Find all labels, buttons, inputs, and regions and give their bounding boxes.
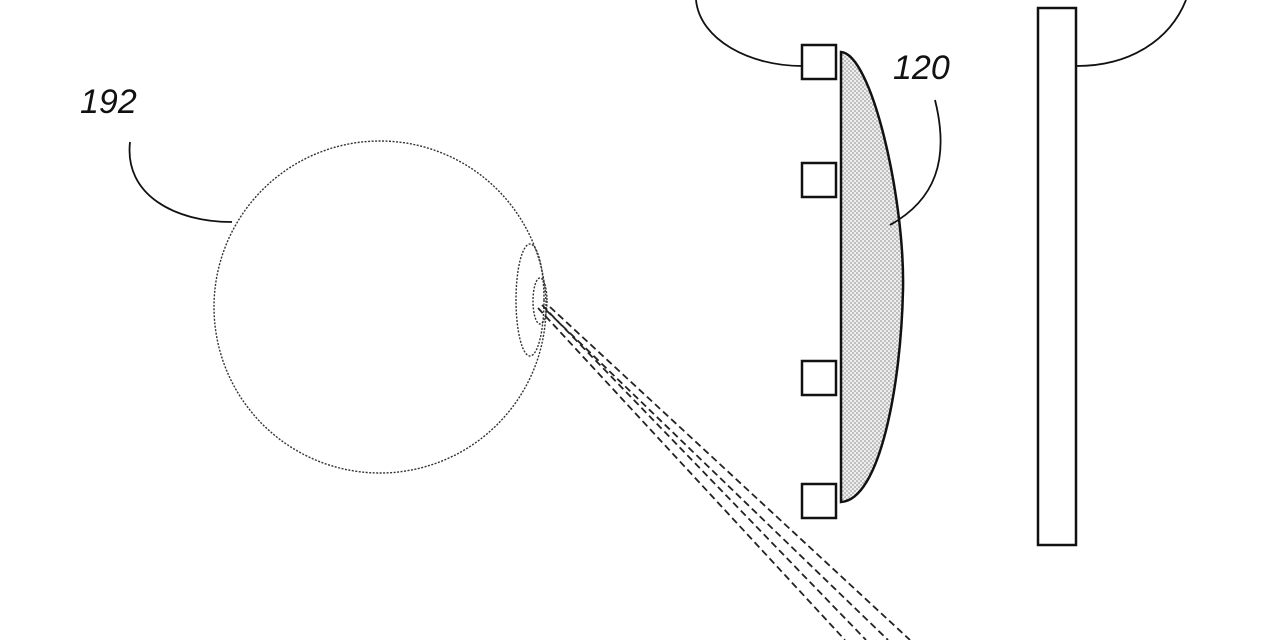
eyeball [213,140,548,474]
gaze-rays [537,304,911,640]
label-120: 120 [893,49,950,87]
leader-line-192 [128,141,233,223]
illuminator-squares [800,43,838,520]
cornea [515,243,545,357]
leader-line-display [1076,0,1187,67]
leader-line-120 [889,99,942,226]
lens [839,50,905,504]
illuminator-4 [800,482,838,520]
illuminator-2 [800,161,838,199]
display-panel [1036,6,1078,547]
leader-line-illuminators [695,0,803,67]
illuminator-1 [800,43,838,81]
pupil [532,277,548,325]
label-192: 192 [80,83,137,121]
illuminator-3 [800,359,838,397]
